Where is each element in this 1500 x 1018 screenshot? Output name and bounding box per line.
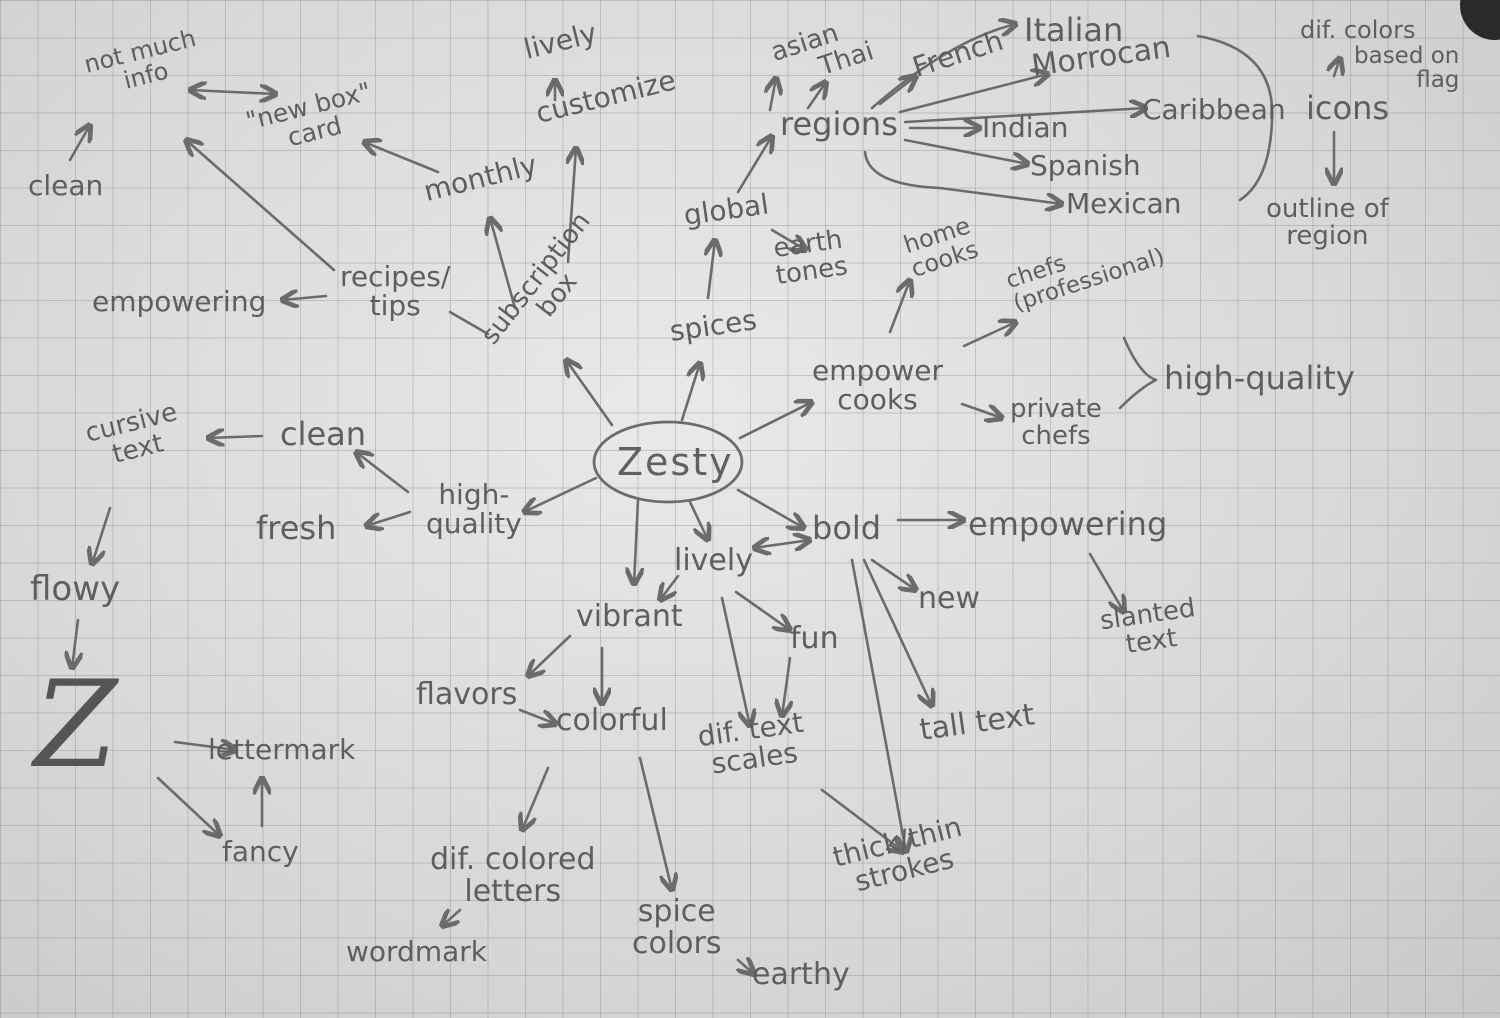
node-regions: regions — [780, 105, 898, 143]
node-new: new — [918, 581, 981, 616]
arrow-center-subscription — [566, 360, 614, 427]
arrow-center-empower — [738, 402, 812, 440]
node-lettermark: lettermark — [208, 733, 356, 766]
center-node-zesty: Zesty — [617, 440, 734, 484]
arrow-center-bold — [736, 488, 804, 528]
node-fresh: fresh — [256, 509, 337, 547]
node-private-chefs: private chefs — [1010, 394, 1102, 452]
node-flowy: flowy — [30, 569, 121, 609]
node-earthy: earthy — [752, 957, 850, 992]
node-empowering-left: empowering — [92, 285, 267, 318]
node-wordmark: wordmark — [346, 935, 487, 968]
node-spanish: Spanish — [1030, 149, 1141, 182]
node-outline-of-region: outline of region — [1266, 194, 1389, 252]
arrow-center-spices — [680, 363, 700, 422]
node-icons: icons — [1306, 89, 1390, 127]
node-caribbean: Caribbean — [1142, 93, 1286, 126]
node-fun: fun — [790, 621, 839, 656]
node-empowering-right: empowering — [968, 505, 1168, 543]
node-fancy: fancy — [222, 835, 299, 868]
node-spice-colors: spice colors — [632, 894, 722, 961]
node-clean-mid: clean — [280, 415, 367, 453]
node-based-on-flag: based on flag — [1354, 43, 1460, 94]
node-empower-cooks: empower cooks — [812, 354, 944, 417]
node-lively: lively — [674, 543, 753, 578]
node-z-lettermark-sketch: Z — [34, 656, 118, 795]
arrow-center-vibrant — [634, 498, 638, 584]
node-vibrant: vibrant — [576, 599, 683, 634]
node-flavors: flavors — [416, 677, 518, 712]
node-colorful: colorful — [556, 703, 668, 738]
node-dif-colored-letters: dif. colored letters — [430, 842, 596, 909]
arrow-center-highquality — [524, 476, 598, 512]
node-high-quality-right: high-quality — [1164, 359, 1355, 397]
arrow-center-lively — [688, 500, 708, 540]
node-earth-tones: earth tones — [771, 224, 850, 292]
node-recipes-tips: recipes/ tips — [340, 260, 451, 323]
node-indian: Indian — [982, 111, 1069, 144]
center-circle — [592, 420, 744, 504]
node-italian: Italian — [1024, 11, 1124, 49]
node-clean-top: clean — [28, 169, 104, 202]
node-dif-colors: dif. colors — [1300, 16, 1416, 44]
node-mexican: Mexican — [1066, 187, 1182, 220]
node-bold: bold — [812, 509, 882, 547]
node-high-quality: high- quality — [426, 478, 522, 541]
